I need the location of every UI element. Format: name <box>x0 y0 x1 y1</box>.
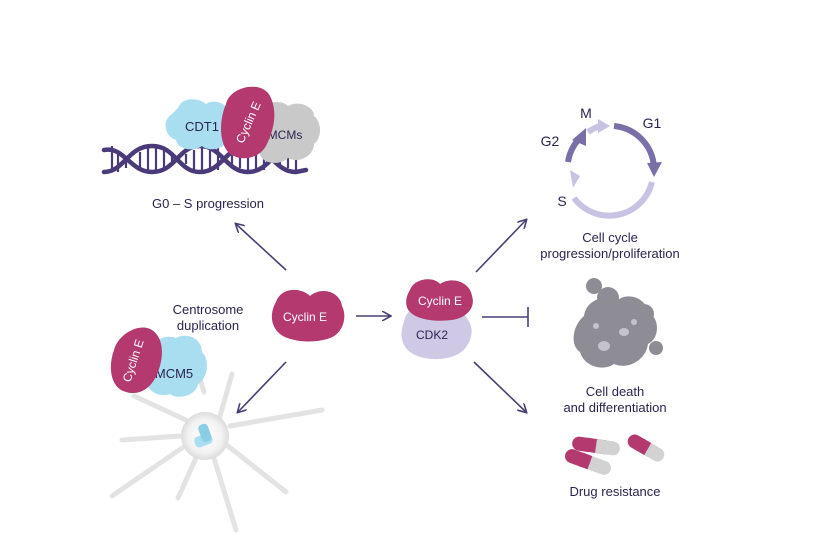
arrow-to-g0s <box>236 224 287 271</box>
arrow-to-drug-resistance <box>473 361 526 412</box>
centrosome-icon <box>109 363 325 533</box>
arrow-to-centrosome <box>238 361 287 412</box>
cell-cycle-line1: Cell cycle <box>582 230 638 245</box>
phase-m-label: M <box>580 105 592 121</box>
cyclin-e-complex-label: Cyclin E <box>418 294 462 308</box>
phase-s-label: S <box>557 193 566 209</box>
cell-death-line2: and differentiation <box>563 400 667 415</box>
cell-cycle-line2: progression/proliferation <box>540 246 680 261</box>
cyclin-e-protein-centrosome: Cyclin E <box>110 327 162 394</box>
cell-death-icon <box>573 278 663 368</box>
mcm5-label: MCM5 <box>155 366 193 381</box>
drug-resistance-label: Drug resistance <box>569 484 661 499</box>
cdt1-label: CDT1 <box>185 119 219 134</box>
phase-g2-label: G2 <box>541 133 560 149</box>
cdt1-protein: CDT1 <box>165 99 236 150</box>
cell-death-line1: Cell death <box>585 384 645 399</box>
mcms-label: MCMs <box>268 128 303 142</box>
drug-capsules-icon <box>565 434 665 475</box>
cell-cycle-icon: M G1 G2 S <box>541 105 662 219</box>
cyclin-e-cdk2-complex: CDK2 Cyclin E <box>401 279 473 360</box>
cyclin-e-center-label: Cyclin E <box>283 310 327 324</box>
arrow-to-cell-cycle <box>475 220 526 273</box>
cell-death-label: Cell death and differentiation <box>535 384 695 416</box>
cdk2-label: CDK2 <box>416 328 448 342</box>
cyclin-e-protein-top: Cyclin E <box>221 86 275 159</box>
centrosome-line2: duplication <box>176 318 240 333</box>
arrows <box>236 220 529 412</box>
phase-g1-label: G1 <box>643 115 662 131</box>
cell-cycle-label: Cell cycle progression/proliferation <box>530 230 690 262</box>
centrosome-duplication-label: Centrosome duplication <box>148 302 268 334</box>
centrosome-line1: Centrosome <box>172 302 244 317</box>
g0-s-progression-label: G0 – S progression <box>151 196 264 211</box>
cyclin-e-protein-center: Cyclin E <box>271 289 345 342</box>
